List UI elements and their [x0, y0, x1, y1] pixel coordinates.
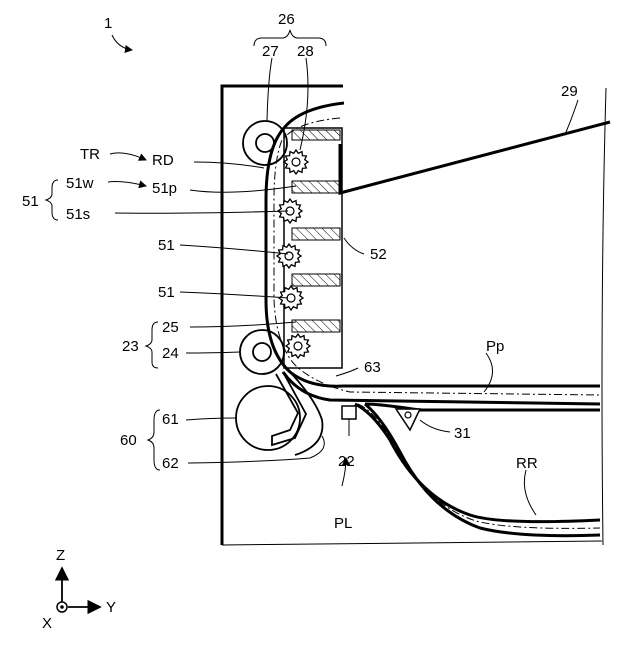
label-51p: 51p: [152, 180, 177, 197]
coordinate-axes: [57, 568, 100, 612]
tray-29: [340, 122, 610, 193]
label-pl: PL: [334, 515, 352, 532]
axis-z-label: Z: [56, 547, 65, 564]
label-60: 60: [120, 432, 137, 449]
label-28: 28: [297, 43, 314, 60]
label-51w: 51w: [66, 175, 94, 192]
label-rd: RD: [152, 152, 174, 169]
gear-hub-4: [287, 294, 295, 302]
label-51-b: 51: [158, 237, 175, 254]
label-23: 23: [122, 338, 139, 355]
label-pp: Pp: [486, 338, 504, 355]
label-29: 29: [561, 83, 578, 100]
axis-y-label: Y: [106, 599, 116, 616]
label-52: 52: [370, 246, 387, 263]
label-26: 26: [278, 11, 295, 28]
gear-hub-1: [292, 158, 300, 166]
label-31: 31: [454, 425, 471, 442]
label-tr: TR: [80, 146, 100, 163]
axis-x-label: X: [42, 615, 52, 632]
label-25: 25: [162, 319, 179, 336]
unit-60: [236, 372, 322, 455]
label-22: 22: [338, 453, 355, 470]
label-63: 63: [364, 359, 381, 376]
label-51-c: 51: [158, 284, 175, 301]
roller-24: [240, 330, 284, 374]
return-path-rr: [355, 404, 600, 536]
label-51-group: 51: [22, 193, 39, 210]
label-62: 62: [162, 455, 179, 472]
label-51s: 51s: [66, 206, 90, 223]
label-rr: RR: [516, 455, 538, 472]
gear-hub-5: [294, 342, 302, 350]
label-27: 27: [262, 43, 279, 60]
label-61: 61: [162, 411, 179, 428]
label-24: 24: [162, 345, 179, 362]
label-1: 1: [104, 15, 112, 32]
conveyance-guide: [266, 103, 600, 404]
leader-lines: [115, 58, 578, 515]
gear-hub-3: [285, 252, 293, 260]
flap-31: [396, 409, 420, 430]
sensor-22: [342, 406, 356, 436]
